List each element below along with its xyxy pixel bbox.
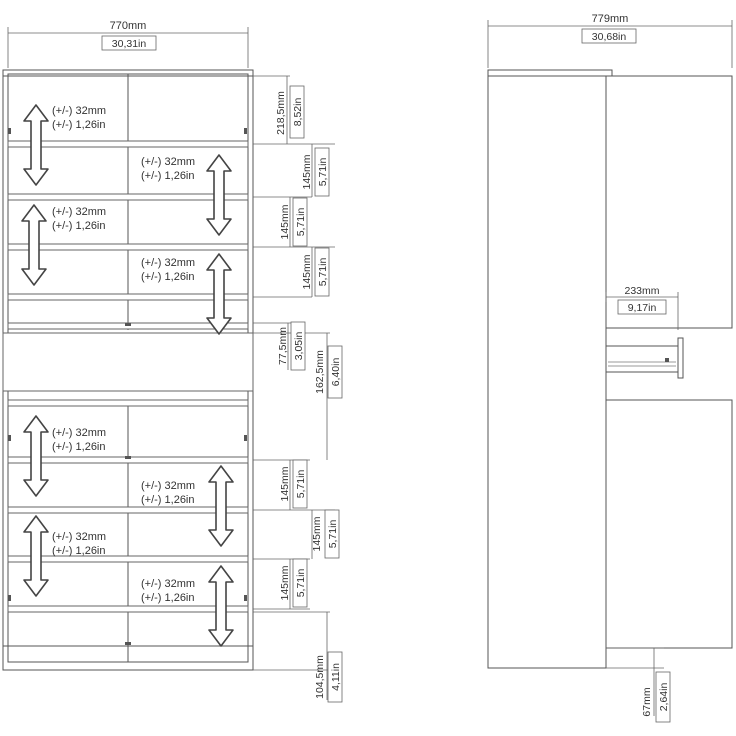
drawer-front bbox=[2, 332, 254, 392]
dim-mm: 145mm bbox=[301, 254, 313, 289]
adjust-label-in: (+/-) 1,26in bbox=[52, 545, 106, 557]
front-vertical-dimensions: 218,5mm 8,52in 145mm 5,71in 145mm 5,71in… bbox=[253, 75, 343, 703]
dim-mm: 145mm bbox=[279, 466, 291, 501]
dim-mm: 162,5mm bbox=[314, 350, 326, 394]
dim-mm: 77,5mm bbox=[277, 327, 289, 365]
dim-in: 5,71in bbox=[327, 520, 339, 549]
drawer-slide bbox=[605, 337, 684, 379]
dim-in: 5,71in bbox=[295, 569, 307, 598]
drawer-depth-mm: 233mm bbox=[624, 285, 659, 297]
double-arrow-icon bbox=[208, 465, 234, 547]
adjust-label-mm: (+/-) 32mm bbox=[52, 531, 106, 543]
adjust-label-in: (+/-) 1,26in bbox=[141, 494, 195, 506]
foot-height-mm: 67mm bbox=[641, 687, 653, 716]
drawer-depth-in: 9,17in bbox=[628, 302, 657, 314]
double-arrow-icon bbox=[23, 515, 49, 597]
adjust-label-in: (+/-) 1,26in bbox=[52, 441, 106, 453]
adjust-label-mm: (+/-) 32mm bbox=[52, 105, 106, 117]
dim-mm: 104,5mm bbox=[314, 655, 326, 699]
shelf bbox=[7, 399, 249, 407]
dim-mm: 145mm bbox=[311, 516, 323, 551]
adjust-label-in: (+/-) 1,26in bbox=[141, 170, 195, 182]
adjust-label-mm: (+/-) 32mm bbox=[52, 427, 106, 439]
dim-in: 5,71in bbox=[317, 158, 329, 187]
front-pins bbox=[8, 128, 247, 645]
adjust-label-in: (+/-) 1,26in bbox=[141, 271, 195, 283]
adjust-label-mm: (+/-) 32mm bbox=[52, 206, 106, 218]
double-arrow-icon bbox=[21, 204, 47, 286]
shelf bbox=[7, 193, 249, 201]
front-width-dimension: 770mm 30,31in bbox=[7, 20, 249, 68]
double-arrow-icon bbox=[23, 415, 49, 497]
dim-mm: 145mm bbox=[301, 154, 313, 189]
front-width-in: 30,31in bbox=[112, 38, 147, 50]
dim-in: 6,40in bbox=[330, 358, 342, 387]
double-arrow-icon bbox=[208, 565, 234, 647]
dim-in: 5,71in bbox=[317, 258, 329, 287]
dim-in: 8,52in bbox=[292, 98, 304, 127]
dim-in: 5,71in bbox=[295, 470, 307, 499]
dim-mm: 145mm bbox=[279, 204, 291, 239]
adjust-label-mm: (+/-) 32mm bbox=[141, 156, 195, 168]
side-view: 779mm 30,68in 233mm 9,17in bbox=[487, 13, 733, 723]
shelf bbox=[7, 293, 249, 301]
shelf bbox=[7, 243, 249, 251]
adjust-label-in: (+/-) 1,26in bbox=[141, 592, 195, 604]
side-depth-mm: 779mm bbox=[592, 13, 629, 25]
side-depth-in: 30,68in bbox=[592, 31, 627, 43]
front-view: 770mm 30,31in bbox=[2, 20, 343, 703]
side-depth-dimension: 779mm 30,68in bbox=[487, 13, 733, 68]
shelf bbox=[7, 506, 249, 514]
side-cabinet bbox=[487, 69, 733, 669]
double-arrow-icon bbox=[23, 104, 49, 186]
adjust-label-in: (+/-) 1,26in bbox=[52, 220, 106, 232]
shelf bbox=[7, 140, 249, 148]
adjust-arrows: (+/-) 32mm (+/-) 1,26in (+/-) 32mm (+/-)… bbox=[21, 104, 234, 647]
adjust-label-mm: (+/-) 32mm bbox=[141, 257, 195, 269]
front-shelves bbox=[2, 140, 254, 613]
adjust-label-mm: (+/-) 32mm bbox=[141, 480, 195, 492]
double-arrow-icon bbox=[206, 253, 232, 335]
adjust-label-in: (+/-) 1,26in bbox=[52, 119, 106, 131]
dim-mm: 218,5mm bbox=[275, 91, 287, 135]
double-arrow-icon bbox=[206, 154, 232, 236]
dim-in: 4,11in bbox=[330, 663, 342, 691]
shelf bbox=[7, 555, 249, 563]
dim-in: 5,71in bbox=[295, 208, 307, 237]
shelf bbox=[7, 605, 249, 613]
dim-mm: 145mm bbox=[279, 565, 291, 600]
foot-height-dimension: 67mm 2,64in bbox=[606, 647, 671, 723]
foot-height-in: 2,64in bbox=[658, 683, 670, 712]
front-width-mm: 770mm bbox=[110, 20, 147, 32]
dim-in: 3,05in bbox=[293, 332, 305, 361]
drawer-depth-dimension: 233mm 9,17in bbox=[605, 285, 679, 330]
adjust-label-mm: (+/-) 32mm bbox=[141, 578, 195, 590]
